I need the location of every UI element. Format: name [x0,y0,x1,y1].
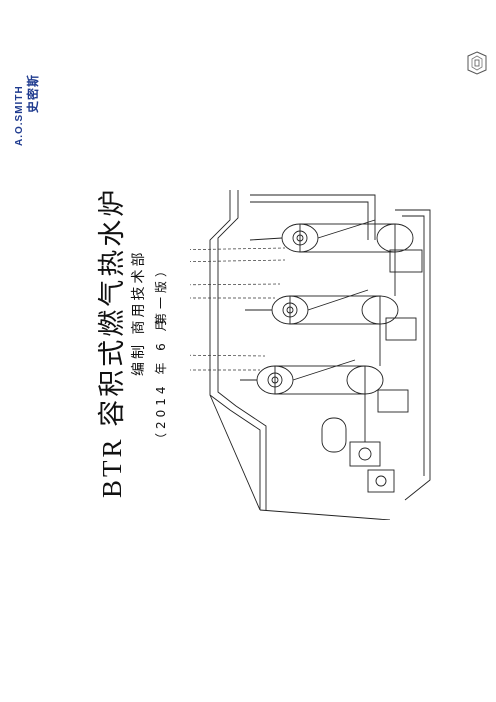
brand-logo-cn: 史密斯 [26,73,40,113]
document-title: BTR 容积式燃气热水炉 [97,186,127,498]
edition-label: 第一版） [154,260,168,325]
badge-emblem-icon [467,51,487,75]
water-heater-system-drawing [190,190,431,520]
compiled-by: 编制 商用技术部 [131,249,147,376]
publish-date: （2014 年 6 月 [154,315,168,445]
